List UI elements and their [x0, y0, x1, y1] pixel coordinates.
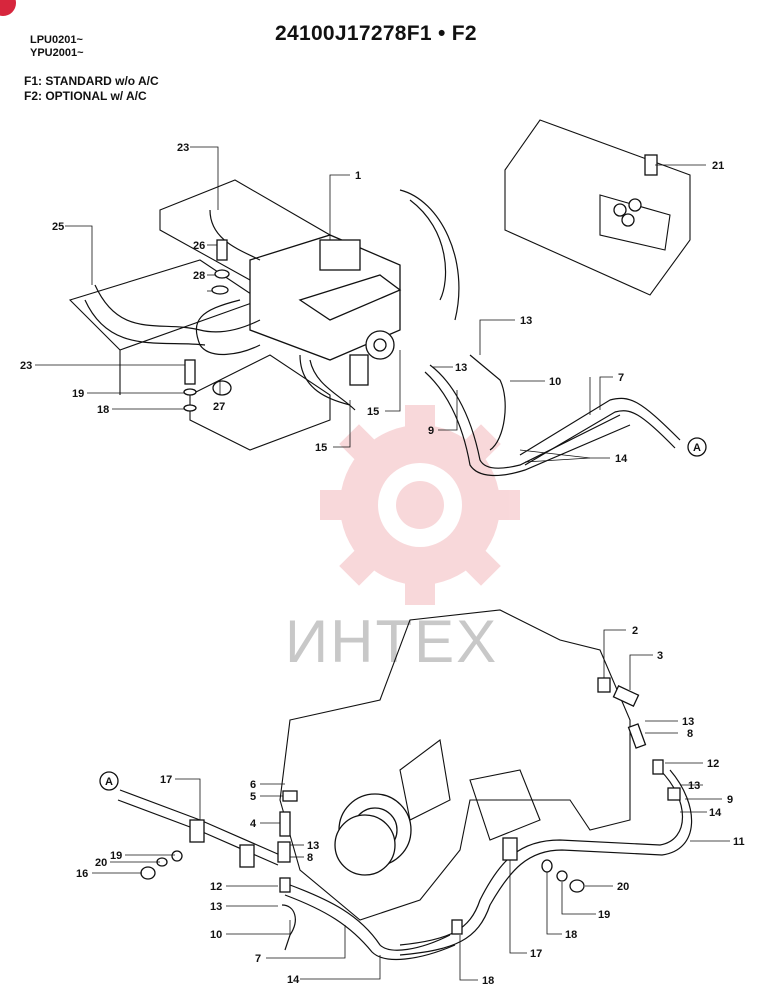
callout-27: 27 [213, 401, 225, 413]
callout-11: 11 [733, 836, 745, 848]
variant-f2: F2: OPTIONAL w/ A/C [24, 89, 147, 103]
callout-20: 20 [617, 881, 629, 893]
corner-mark [0, 0, 16, 16]
callout-23: 23 [20, 360, 32, 372]
callout-3: 3 [657, 650, 663, 662]
callout-18: 18 [97, 404, 109, 416]
reference-marker-a-bottom [99, 771, 119, 791]
callout-19: 19 [598, 909, 610, 921]
callout-labels-top: 23 25 26 28 1 23 19 18 27 15 15 9 13 13 … [20, 142, 724, 465]
callout-16: 16 [76, 868, 88, 880]
callout-12: 12 [210, 881, 222, 893]
reference-marker-a-top-label: A [693, 442, 701, 454]
callout-8: 8 [307, 852, 313, 864]
serial-range-lpu: LPU0201~ [30, 34, 83, 46]
upper-assembly-drawing [68, 119, 691, 476]
callout-21: 21 [712, 160, 724, 172]
callout-13: 13 [682, 716, 694, 728]
diagram-title: 24100J17278F1 • F2 [275, 22, 477, 45]
callout-14: 14 [615, 453, 628, 465]
callout-7: 7 [618, 372, 624, 384]
callout-17: 17 [160, 774, 172, 786]
callout-13: 13 [688, 780, 700, 792]
callout-2: 2 [632, 625, 638, 637]
callout-17: 17 [530, 948, 542, 960]
lower-assembly-drawing [117, 609, 693, 961]
callout-8: 8 [687, 728, 693, 740]
callout-9: 9 [428, 425, 434, 437]
callout-18: 18 [482, 975, 494, 987]
callout-9: 9 [727, 794, 733, 806]
callout-6: 6 [250, 779, 256, 791]
callout-12: 12 [707, 758, 719, 770]
callout-13: 13 [307, 840, 319, 852]
callout-14: 14 [287, 974, 300, 986]
callout-10: 10 [549, 376, 561, 388]
callout-19: 19 [72, 388, 84, 400]
callout-13: 13 [520, 315, 532, 327]
watermark-gear [320, 405, 520, 605]
callout-4: 4 [250, 818, 257, 830]
callout-13: 13 [455, 362, 467, 374]
callout-19: 19 [110, 850, 122, 862]
callout-15: 15 [315, 442, 327, 454]
callout-14: 14 [709, 807, 722, 819]
serial-range-ypu: YPU2001~ [30, 47, 84, 59]
callout-28: 28 [193, 270, 205, 282]
callout-7: 7 [255, 953, 261, 965]
reference-marker-a-bottom-label: A [105, 776, 113, 788]
reference-marker-a-top [687, 437, 707, 457]
callout-23: 23 [177, 142, 189, 154]
callout-labels-bottom: 2 3 13 8 12 13 9 14 11 20 19 18 17 18 14… [76, 625, 745, 987]
callout-13: 13 [210, 901, 222, 913]
callout-25: 25 [52, 221, 64, 233]
watermark-text: ИНТЕХ [285, 608, 498, 675]
callout-10: 10 [210, 929, 222, 941]
variant-f1: F1: STANDARD w/o A/C [24, 74, 159, 88]
callout-26: 26 [193, 240, 205, 252]
callout-18: 18 [565, 929, 577, 941]
callout-15: 15 [367, 406, 379, 418]
callout-1: 1 [355, 170, 361, 182]
callout-leaders-bottom [92, 629, 730, 981]
callout-20: 20 [95, 857, 107, 869]
callout-5: 5 [250, 791, 256, 803]
callout-leaders-top [35, 146, 706, 463]
